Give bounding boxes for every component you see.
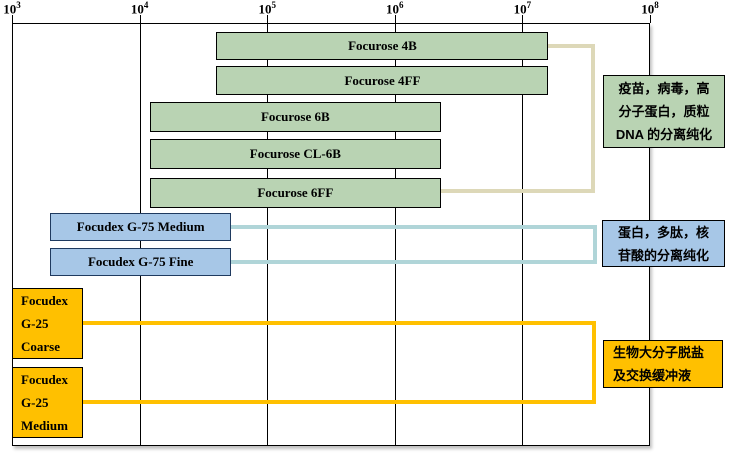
x-tick-label-1e8: 108 <box>641 0 659 17</box>
bar-label: Focurose 6FF <box>257 185 334 200</box>
bar-focudex-g75-medium: Focudex G-75 Medium <box>50 213 231 241</box>
bar-label: Coarse <box>21 339 60 354</box>
annotation-line: 分子蛋白，质粒 <box>618 104 710 119</box>
bracket-segment <box>231 260 597 264</box>
x-tick-label-1e6: 106 <box>386 0 404 17</box>
bar-label: Medium <box>21 418 68 433</box>
bar-focurose-cl-6b: Focurose CL-6B <box>149 139 441 169</box>
bracket-segment <box>592 321 596 404</box>
x-tick <box>522 15 524 23</box>
bar-focurose-4b: Focurose 4B <box>216 32 549 60</box>
bar-label: G-25 <box>21 316 49 331</box>
bar-focudex-g25-medium: Focudex G-25 Medium <box>12 367 83 438</box>
bar-label: Focurose 4FF <box>344 72 421 88</box>
annotation-line: DNA 的分离纯化 <box>615 127 713 142</box>
bar-focudex-g75-fine: Focudex G-75 Fine <box>50 248 231 276</box>
x-tick <box>139 15 141 23</box>
annotation-line: 及交换缓冲液 <box>613 368 692 383</box>
bracket-segment <box>591 44 595 193</box>
annotation-line: 疫苗，病毒，高 <box>618 81 710 96</box>
gridline-1e6 <box>394 23 396 446</box>
bracket-segment <box>83 400 596 404</box>
bar-label: Focurose 4B <box>348 38 417 53</box>
x-tick-label-1e5: 105 <box>258 0 276 17</box>
bar-label: G-25 <box>21 395 49 410</box>
x-tick <box>12 15 13 23</box>
bar-label: Focudex G-75 Fine <box>87 254 194 269</box>
annotation-g75-applications: 蛋白，多肽，核 苷酸的分离纯化 <box>602 220 725 267</box>
bar-focurose-6b: Focurose 6B <box>149 102 441 132</box>
gridline-1e7 <box>522 23 524 446</box>
x-tick <box>267 15 269 23</box>
bar-label: Focurose 6B <box>260 109 330 124</box>
x-tick <box>650 15 651 23</box>
bar-label: Focudex <box>21 372 68 387</box>
bar-focurose-6ff: Focurose 6FF <box>149 178 441 208</box>
bracket-segment <box>83 321 596 325</box>
bracket-segment <box>231 225 597 229</box>
gridline-1e5 <box>267 23 269 446</box>
x-tick-label-1e7: 107 <box>513 0 532 17</box>
bracket-segment <box>593 225 597 264</box>
annotation-agarose-applications: 疫苗，病毒，高 分子蛋白，质粒 DNA 的分离纯化 <box>603 75 725 148</box>
x-tick-label-1e3: 103 <box>3 0 21 17</box>
annotation-line: 蛋白，多肽，核 <box>617 224 709 240</box>
bracket-segment <box>547 44 595 48</box>
annotation-g25-applications: 生物大分子脱盐 及交换缓冲液 <box>603 340 723 388</box>
bar-focudex-g25-coarse: Focudex G-25 Coarse <box>12 288 83 359</box>
bar-label: Focurose CL-6B <box>249 146 341 161</box>
annotation-line: 苷酸的分离纯化 <box>617 247 709 263</box>
bar-label: Focudex <box>21 293 68 308</box>
bracket-segment <box>441 189 595 193</box>
x-tick-label-1e4: 104 <box>130 0 149 17</box>
bar-label: Focudex G-75 Medium <box>76 219 205 234</box>
bar-focurose-4ff: Focurose 4FF <box>216 66 549 95</box>
x-tick <box>394 15 396 23</box>
annotation-line: 生物大分子脱盐 <box>613 345 705 360</box>
